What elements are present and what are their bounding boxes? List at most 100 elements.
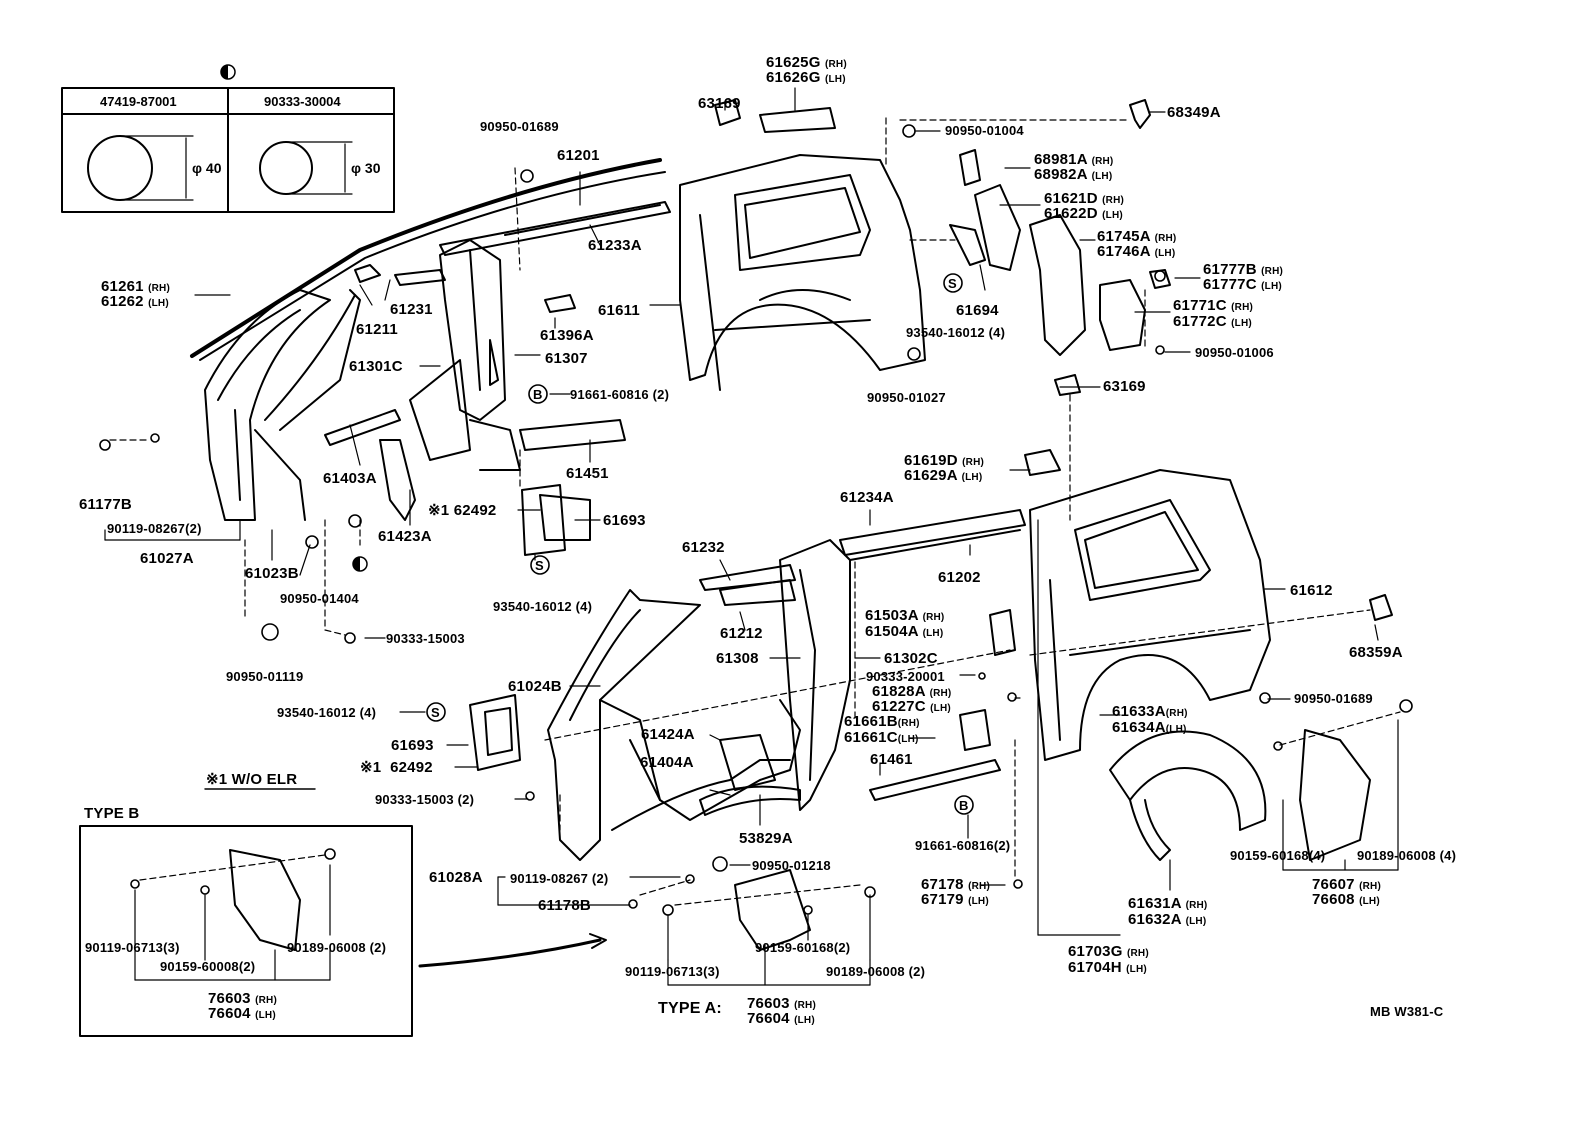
part-label: 90119-08267 (2) [510, 871, 609, 886]
s-marker: S [535, 558, 544, 573]
part-label: 90950-01006 [1195, 345, 1274, 360]
part-label: 93540-16012 (4) [493, 599, 593, 614]
part-label: 61693 [391, 737, 434, 754]
part-label: 61621D (RH) [1044, 190, 1125, 207]
part-label: 91661-60816 (2) [570, 387, 670, 402]
table-part-1: 47419-87001 [100, 94, 177, 109]
part-label: 61631A (RH) [1128, 895, 1208, 912]
part-label: 61693 [603, 512, 646, 529]
part-label: 90189-06008 (2) [287, 940, 387, 955]
part-label: 90189-06008 (2) [826, 964, 926, 979]
part-label: 61632A (LH) [1128, 911, 1207, 928]
part-label: 61403A [323, 470, 377, 487]
part-label: 61772C (LH) [1173, 313, 1252, 330]
part-label: 61232 [682, 539, 725, 556]
part-label: 68349A [1167, 104, 1221, 121]
part-label: 90119-06713(3) [625, 964, 720, 979]
part-label: 61211 [356, 321, 398, 338]
b-marker: B [533, 387, 543, 402]
part-label: 90950-01404 [280, 591, 359, 606]
part-label: 68359A [1349, 644, 1403, 661]
part-label: 61771C (RH) [1173, 297, 1254, 314]
part-label: 76603 (RH) [747, 995, 816, 1012]
part-label: 53829A [739, 830, 793, 847]
type-a-title: TYPE A: [658, 1000, 722, 1017]
part-label: 90333-15003 (2) [375, 792, 475, 807]
part-label: 61745A (RH) [1097, 228, 1177, 245]
part-label: 61307 [545, 350, 588, 367]
part-label: 61308 [716, 650, 759, 667]
part-label: 61201 [557, 147, 600, 164]
part-label: 61611 [598, 302, 640, 319]
part-label: 91661-60816(2) [915, 838, 1011, 853]
part-label: ※1 62492 [360, 759, 433, 776]
part-label: 90119-08267(2) [107, 521, 202, 536]
dimension-table [61, 87, 395, 213]
part-label: 61612 [1290, 582, 1333, 599]
part-label: 61504A (LH) [865, 623, 944, 640]
part-label: 61261 (RH) [101, 278, 170, 295]
table-dia-1: φ 40 [192, 160, 222, 176]
part-label: 68982A (LH) [1034, 166, 1113, 183]
part-label: 61626G (LH) [766, 69, 846, 86]
part-label: 63169 [698, 95, 741, 112]
type-b-title: TYPE B [84, 805, 140, 822]
part-label: 61619D (RH) [904, 452, 985, 469]
part-label: 76604 (LH) [208, 1005, 276, 1022]
half-circle-icons [220, 64, 368, 572]
part-label: 61461 [870, 751, 913, 768]
part-label: 61262 (LH) [101, 293, 169, 310]
part-label: 61828A (RH) [872, 683, 952, 700]
part-label: 61777C (LH) [1203, 276, 1282, 293]
part-label: 61633A(RH) [1112, 703, 1188, 720]
part-label: 61424A [641, 726, 695, 743]
part-label: 61625G (RH) [766, 54, 847, 71]
part-label: 61023B [245, 565, 299, 582]
part-label: 90950-01689 [480, 119, 559, 134]
part-label: 61703G (RH) [1068, 943, 1149, 960]
part-label: 61423A [378, 528, 432, 545]
part-label: 76607 (RH) [1312, 876, 1381, 893]
part-label: 68981A (RH) [1034, 151, 1114, 168]
part-label: 61661C(LH) [844, 729, 919, 746]
table-part-2: 90333-30004 [264, 94, 341, 109]
part-label: 61227C (LH) [872, 698, 951, 715]
part-label: ※1 62492 [428, 502, 497, 519]
part-label: 61451 [566, 465, 609, 482]
part-label: 90950-01027 [867, 390, 946, 405]
type-b-frame [79, 825, 413, 1037]
part-label: 90159-60168(4) [1230, 848, 1326, 863]
part-label: 61694 [956, 302, 999, 319]
part-label: 61661B(RH) [844, 713, 920, 730]
part-label: 61233A [588, 237, 642, 254]
part-label: 90950-01218 [752, 858, 831, 873]
part-label: 76603 (RH) [208, 990, 277, 1007]
note-text: ※1 W/O ELR [206, 771, 298, 788]
part-label: 61746A (LH) [1097, 243, 1176, 260]
part-label: 61622D (LH) [1044, 205, 1123, 222]
part-label: 61629A (LH) [904, 467, 983, 484]
part-label: 61202 [938, 569, 981, 586]
part-label: 90333-15003 [386, 631, 465, 646]
b-marker: B [959, 798, 969, 813]
s-marker: S [431, 705, 440, 720]
part-label: 67178 (RH) [921, 876, 990, 893]
part-label: 63169 [1103, 378, 1146, 395]
part-label: 90119-06713(3) [85, 940, 180, 955]
part-label: 61301C [349, 358, 403, 375]
part-label: 61024B [508, 678, 562, 695]
part-label: 90159-60008(2) [160, 959, 256, 974]
part-label: 76604 (LH) [747, 1010, 815, 1027]
part-label: 61177B [79, 496, 132, 513]
part-label: 61634A(LH) [1112, 719, 1187, 736]
s-marker: S [948, 276, 957, 291]
part-label: 67179 (LH) [921, 891, 989, 908]
part-label: 61704H (LH) [1068, 959, 1147, 976]
part-label: 61027A [140, 550, 194, 567]
part-label: 90333-20001 [866, 669, 945, 684]
part-label: 61302C [884, 650, 938, 667]
part-label: 61178B [538, 897, 591, 914]
part-label: 61231 [390, 301, 433, 318]
